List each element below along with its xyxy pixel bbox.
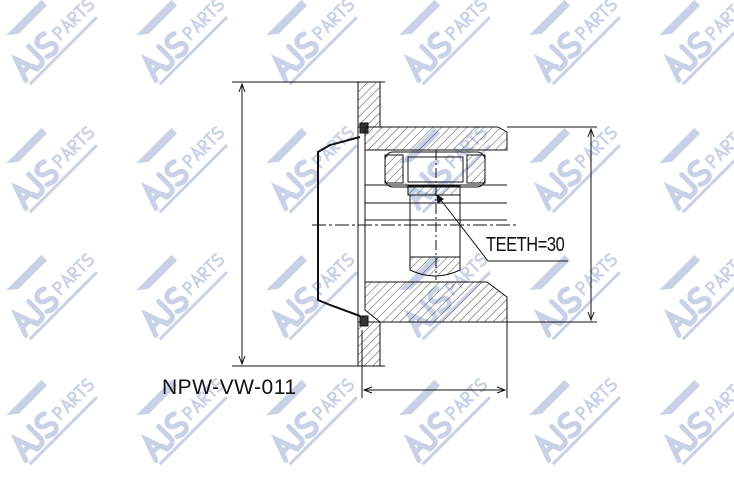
teeth-leader: [436, 193, 568, 262]
ajs-parts-watermark-logo: [266, 253, 358, 341]
part-number: NPW-VW-011: [162, 376, 297, 399]
ajs-parts-watermark-logo: [136, 126, 228, 214]
ajs-parts-watermark-logo: [136, 253, 228, 341]
ajs-parts-watermark-logo: [529, 378, 621, 466]
ajs-parts-watermark-logo: [6, 378, 98, 466]
splined-shaft: [409, 150, 461, 280]
ajs-parts-watermark-logo: [6, 126, 98, 214]
right-dimension-line: [507, 126, 597, 323]
flange: [357, 81, 381, 367]
ajs-parts-watermark-logo: [529, 0, 621, 86]
ajs-parts-watermark-logo: [266, 0, 358, 86]
bottom-dimension-line: [361, 322, 508, 398]
ajs-parts-watermark-logo: [136, 0, 228, 86]
ajs-parts-watermark-logo: [266, 378, 358, 466]
ajs-parts-watermark-logo: [266, 126, 358, 214]
ajs-parts-watermark-logo: [399, 0, 491, 86]
teeth-count-label: TEETH=30: [486, 234, 565, 256]
ajs-parts-watermark-logo: [399, 378, 491, 466]
ajs-parts-watermark-logo: [6, 253, 98, 341]
bearing: [384, 151, 486, 196]
ajs-parts-watermark-logo: [136, 378, 228, 466]
ajs-parts-watermark-logo: [529, 253, 621, 341]
boot: [317, 136, 361, 317]
ajs-parts-watermark-logo: [6, 0, 98, 86]
